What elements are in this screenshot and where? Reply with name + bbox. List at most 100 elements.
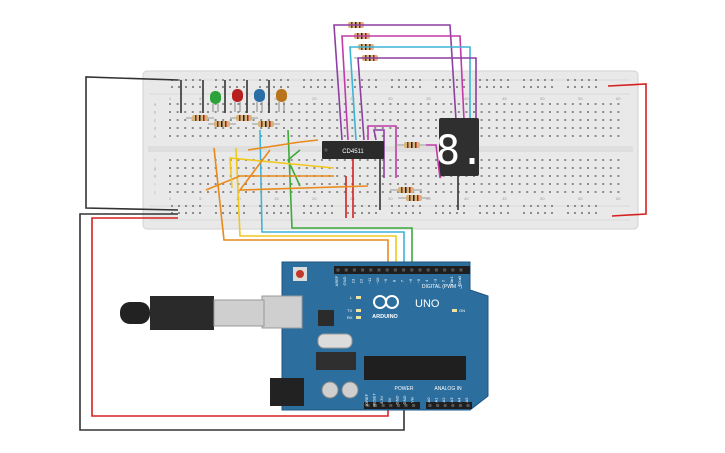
resistor-led-4[interactable] [252,121,280,127]
display-digit: 8. [436,128,484,174]
digital-pin-label: ~9 [383,278,388,283]
column-number-bottom: 40 [464,196,469,201]
column-number-bottom: 15 [274,196,279,201]
resistor-seg-7[interactable] [398,195,430,201]
wire-pin-7[interactable] [287,129,413,268]
resistor-seg-5[interactable] [396,142,428,148]
resistor-seg-6[interactable] [390,187,422,193]
column-number-top: 5 [199,96,202,101]
wire-rail-gnd-link[interactable] [85,76,179,211]
analog-pin-label: A5 [464,397,469,403]
reset-button[interactable] [296,270,304,278]
digital-pin-label: ~6 [408,278,413,283]
column-number-top: 45 [502,96,507,101]
column-number-top: 55 [578,96,583,101]
analog-header[interactable] [426,402,472,409]
row-letter-top: b [154,110,157,115]
segment-resistors-top[interactable] [340,22,386,61]
led-ground-jumpers[interactable] [180,80,270,113]
row-letter-bottom: i [155,182,156,187]
row-letter-top: d [154,126,156,131]
row-letter-top: a [154,102,157,107]
row-letter-top: e [154,134,157,139]
wire-bcd-c[interactable] [247,139,319,151]
misc-jumpers[interactable] [345,144,441,218]
led-group[interactable] [210,89,287,112]
wire-seg-h[interactable] [426,144,441,179]
led-resistors[interactable] [186,115,280,127]
segment-wires-top[interactable] [333,24,477,179]
atmega-chip [364,356,466,380]
digital-pin-label: 2 [441,279,446,282]
wire-arduino-gnd[interactable] [79,213,405,431]
usb-plug-tip [213,299,265,327]
usb-cable[interactable] [120,296,265,330]
cd4511-ic[interactable]: CD4511 [322,141,384,159]
arduino-model: UNO [415,298,440,310]
digital-pin-label: GND [342,276,347,285]
wire-pin-10[interactable] [213,147,389,268]
wire-pin-9[interactable] [235,147,397,268]
wire-bcd-b[interactable] [229,157,335,189]
digital-header[interactable] [334,266,470,274]
wire-arduino-5v[interactable] [91,217,389,417]
wire-seg-b[interactable] [341,35,465,141]
wire-rail-vcc-link[interactable] [607,83,647,217]
power-jack[interactable] [270,378,304,406]
arduino-signal-wires[interactable] [205,129,413,268]
rx-led [356,316,361,319]
usb-chip [318,310,334,326]
analog-pin-label: A1 [434,397,439,403]
digital-pin-label: ~10 [375,277,380,285]
wire-seg-a[interactable] [333,24,457,141]
wire-bcd-a[interactable] [205,175,334,191]
wire-seg-c[interactable] [349,46,471,141]
column-number-bottom: 45 [502,196,507,201]
column-number-bottom: 60 [616,196,621,201]
digital-pin-label: 8 [391,279,396,282]
seven-segment-display[interactable]: 8. [436,118,484,210]
led-red[interactable] [232,89,243,112]
usb-cable-strain [120,302,150,324]
arduino-brand: ARDUINO [372,314,398,320]
column-number-bottom: 1 [169,196,172,201]
digital-pin-label: 13 [350,278,355,283]
breadboard-power-wires[interactable] [79,76,647,431]
usb-port[interactable] [261,295,303,329]
resistor-led-2[interactable] [208,121,236,127]
row-letter-top: c [154,118,156,123]
digital-pin-label: 12 [359,278,364,283]
led-orange[interactable] [276,89,287,112]
segment-resistors-mid[interactable] [390,142,430,201]
power-label: POWER [395,386,414,392]
column-number-bottom: 50 [540,196,545,201]
crystal [317,333,353,349]
resistor-led-3[interactable] [230,115,258,121]
wire-led-green[interactable] [287,149,301,187]
led-blue[interactable] [254,89,265,112]
column-number-bottom: 30 [388,196,393,201]
row-letter-bottom: h [154,174,156,179]
digital-label: DIGITAL (PWM ~) [422,284,462,290]
arduino-logo-icon [373,295,399,309]
wire-pin-8[interactable] [259,129,405,268]
led-green[interactable] [210,91,221,112]
on-led [452,309,457,312]
wire-bcd-d[interactable] [238,149,369,191]
wire-seg-d[interactable] [357,57,477,141]
power-pin-label: 3.3V [379,396,384,405]
row-letter-bottom: g [154,166,156,171]
digital-pin-label: AREF [334,275,339,286]
rx-label: RX [347,315,353,320]
column-number-top: 30 [388,96,393,101]
row-letter-bottom: j [154,190,156,195]
tx-led [356,309,361,312]
row-letter-bottom: f [154,158,156,163]
column-number-top: 60 [616,96,621,101]
wire-seg-e[interactable] [367,125,397,178]
resistor-led-1[interactable] [186,115,214,121]
ic-label: CD4511 [342,149,364,155]
column-number-bottom: 20 [312,196,317,201]
